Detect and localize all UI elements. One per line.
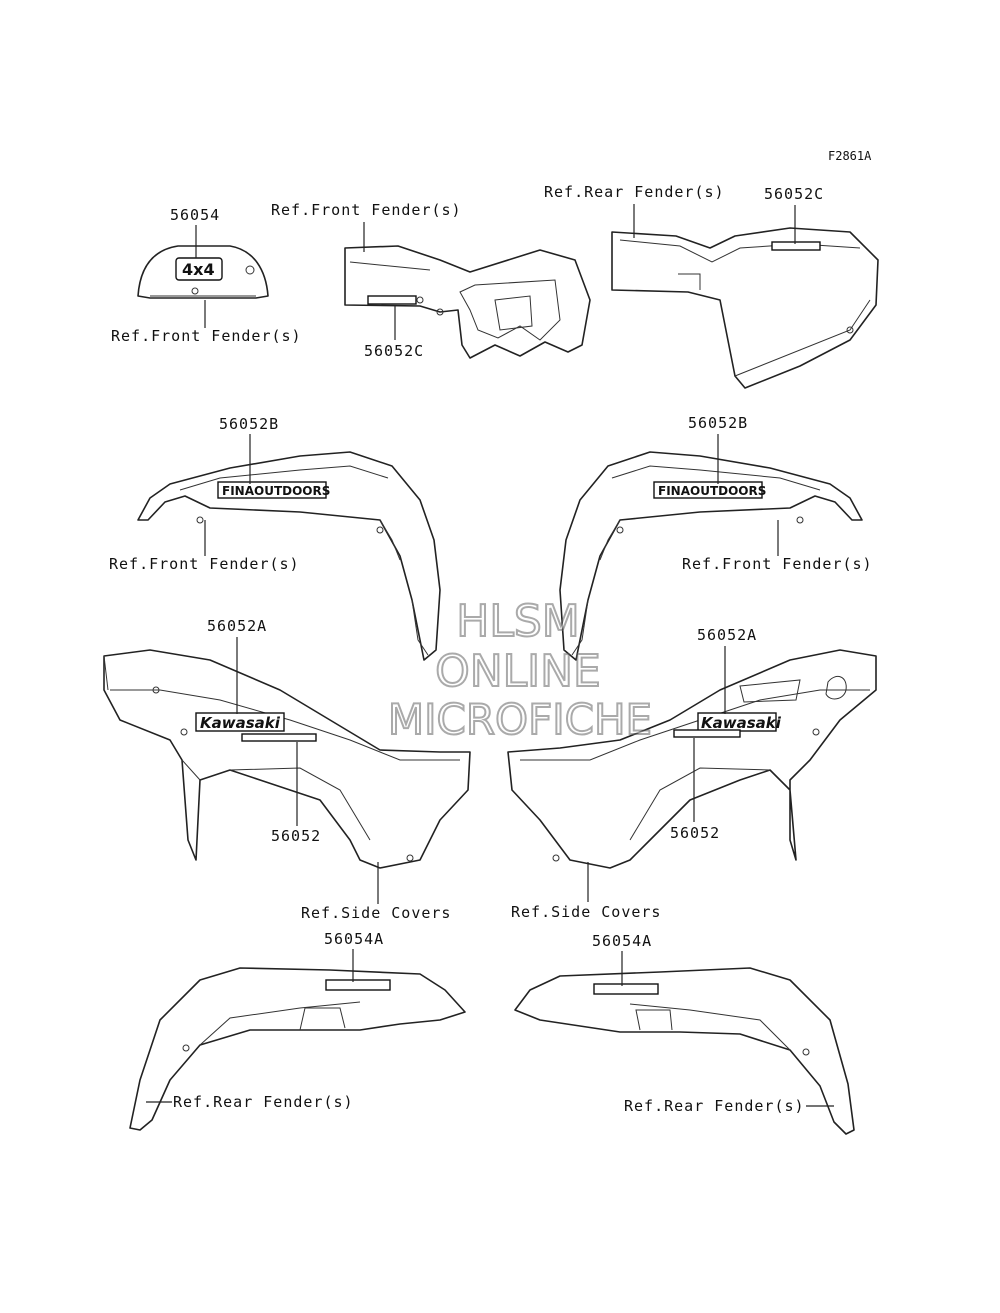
decal-56054a-right bbox=[593, 983, 659, 995]
label-56052-left: 56052 bbox=[271, 827, 321, 845]
decal-kawasaki-left bbox=[195, 712, 285, 732]
label-56052a-right: 56052A bbox=[697, 626, 757, 644]
badge-4x4 bbox=[175, 257, 223, 281]
decal-kawasaki-right-text: Kawasaki bbox=[701, 714, 782, 732]
label-ref-front-fender-2: Ref.Front Fender(s) bbox=[271, 201, 462, 219]
label-ref-front-fender-4: Ref.Front Fender(s) bbox=[682, 555, 873, 573]
label-ref-side-covers-right: Ref.Side Covers bbox=[511, 903, 661, 921]
decal-outdoors-right bbox=[653, 481, 763, 499]
decal-outdoors-left bbox=[217, 481, 327, 499]
decal-56052-left bbox=[241, 733, 317, 742]
part-rear-fender-top bbox=[611, 227, 879, 389]
label-ref-side-covers-left: Ref.Side Covers bbox=[301, 904, 451, 922]
decal-56052c-rear bbox=[771, 241, 821, 251]
decal-56052-right bbox=[673, 729, 741, 738]
label-ref-rear-fender-1: Ref.Rear Fender(s) bbox=[544, 183, 725, 201]
label-56052c-1: 56052C bbox=[364, 342, 424, 360]
label-56052a-left: 56052A bbox=[207, 617, 267, 635]
part-rear-fender-right bbox=[514, 967, 855, 1135]
watermark: HLSM ONLINE MICROFICHE bbox=[387, 595, 653, 745]
decal-outdoors-left-text: FINAOUTDOORS bbox=[222, 484, 330, 498]
decal-outdoors-right-text: FINAOUTDOORS bbox=[658, 484, 766, 498]
watermark-line-1: HLSM bbox=[456, 596, 580, 647]
part-56054-emblem-cover: 4x4 bbox=[137, 245, 269, 299]
decal-kawasaki-left-text: Kawasaki bbox=[200, 714, 281, 732]
part-rear-fender-left bbox=[129, 967, 466, 1131]
part-front-fender-left: FINAOUTDOORS bbox=[137, 451, 441, 661]
label-56054a-left: 56054A bbox=[324, 930, 384, 948]
figure-code: F2861A bbox=[828, 149, 872, 163]
label-56052b-right: 56052B bbox=[688, 414, 748, 432]
label-ref-rear-fender-right: Ref.Rear Fender(s) bbox=[624, 1097, 805, 1115]
decal-56054a-left bbox=[325, 979, 391, 991]
label-56052c-2: 56052C bbox=[764, 185, 824, 203]
badge-4x4-text: 4x4 bbox=[182, 260, 215, 279]
label-56052-right: 56052 bbox=[670, 824, 720, 842]
part-side-cover-left: Kawasaki bbox=[103, 649, 471, 869]
label-ref-rear-fender-left: Ref.Rear Fender(s) bbox=[173, 1093, 354, 1111]
label-ref-front-fender-1: Ref.Front Fender(s) bbox=[111, 327, 302, 345]
label-56052b-left: 56052B bbox=[219, 415, 279, 433]
label-ref-front-fender-3: Ref.Front Fender(s) bbox=[109, 555, 300, 573]
decal-56052c-small bbox=[367, 295, 417, 305]
label-56054: 56054 bbox=[170, 206, 220, 224]
label-56054a-right: 56054A bbox=[592, 932, 652, 950]
part-front-fender-small bbox=[344, 245, 591, 359]
watermark-line-2: ONLINE bbox=[435, 646, 601, 697]
part-side-cover-right: Kawasaki bbox=[507, 649, 877, 869]
part-front-fender-right: FINAOUTDOORS bbox=[559, 451, 863, 661]
watermark-line-3: MICROFICHE bbox=[388, 695, 652, 744]
